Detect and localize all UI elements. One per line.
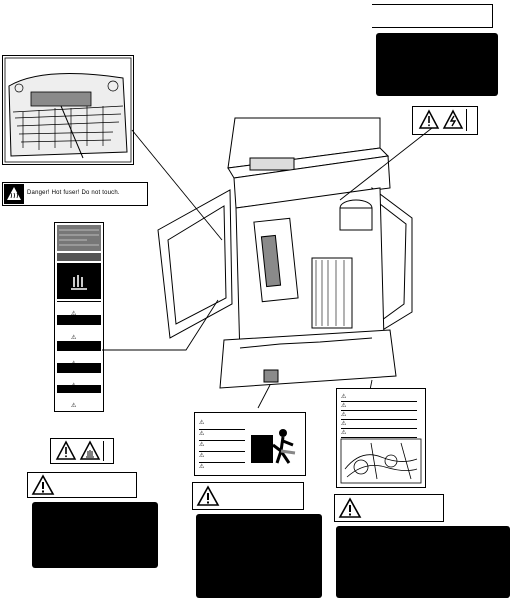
copier-open-front-illustration xyxy=(157,117,413,389)
center-warning-header xyxy=(192,482,304,510)
warning-triangle-icon xyxy=(196,485,220,506)
right-warning-text-box xyxy=(336,526,510,598)
hot-surface-icon xyxy=(79,440,101,460)
warning-triangle-icon xyxy=(418,109,440,129)
hand-pinch-icon xyxy=(251,429,296,464)
center-label-panel: ⚠ ⚠ ⚠ ⚠ ⚠ xyxy=(194,412,306,476)
right-warning-header xyxy=(334,494,444,522)
center-warning-text-box xyxy=(196,514,322,598)
left-warning-sticker xyxy=(50,438,114,464)
top-right-header-line xyxy=(372,4,493,28)
warning-triangle-icon xyxy=(31,474,55,495)
hot-surface-icon xyxy=(71,275,87,290)
left-warning-text-box xyxy=(32,502,158,568)
right-label-panel: ⚠ ⚠ ⚠ ⚠ ⚠ xyxy=(336,388,426,488)
interior-photo xyxy=(340,438,422,484)
fuser-warning-caption-strip: Danger! Hot fuser! Do not touch. xyxy=(2,182,148,206)
hot-surface-icon xyxy=(4,184,24,204)
top-right-warning-text-box xyxy=(376,33,498,96)
electric-shock-icon xyxy=(442,109,464,129)
top-right-warning-sticker xyxy=(412,106,478,135)
left-label-panel: ⚠ ⚠ ⚠ ⚠ ⚠ xyxy=(54,222,104,412)
warning-triangle-icon xyxy=(55,440,77,460)
fuser-unit-photo xyxy=(2,55,134,165)
warning-triangle-icon xyxy=(338,497,362,518)
fuser-caption-text: Danger! Hot fuser! Do not touch. xyxy=(27,190,120,196)
left-warning-header xyxy=(27,472,137,498)
